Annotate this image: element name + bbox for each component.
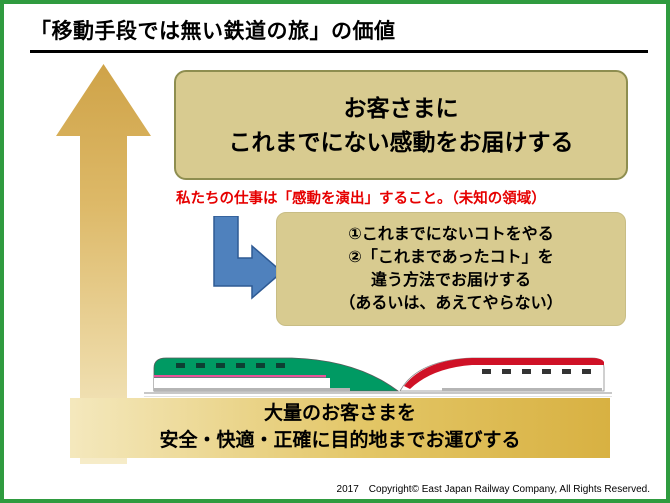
footer-copyright: 2017 Copyright© East Japan Railway Compa… xyxy=(336,484,650,495)
bottom-bar: 大量のお客さまを 安全・快適・正確に目的地までお運びする xyxy=(70,398,610,458)
bent-right-arrow-icon xyxy=(213,216,282,300)
value-message-line2: これまでにない感動をお届けする xyxy=(228,129,574,155)
shinkansen-trains-illustration xyxy=(144,357,612,397)
detail-line1: ①これまでにないコトをやる xyxy=(348,225,554,243)
detail-line2: ②「これまであったコト」を xyxy=(348,248,554,266)
track-line xyxy=(144,392,612,394)
detail-line4: （あるいは、あえてやらない） xyxy=(339,295,563,313)
value-message-line1: お客さまに xyxy=(343,94,459,121)
red-note-text: 私たちの仕事は「感動を演出」すること。（未知の領域） xyxy=(176,191,546,207)
detail-box: ①これまでにないコトをやる ②「これまであったコト」を 違う方法でお届けする （… xyxy=(276,212,626,326)
page-title: 「移動手段では無い鉄道の旅」の価値 xyxy=(30,15,648,53)
up-arrow-icon xyxy=(56,64,151,464)
bottom-bar-line1: 大量のお客さまを xyxy=(263,403,416,425)
bottom-bar-line2: 安全・快適・正確に目的地までお運びする xyxy=(159,430,521,451)
value-message-box: お客さまに これまでにない感動をお届けする xyxy=(174,70,628,180)
detail-line3: 違う方法でお届けする xyxy=(370,272,531,289)
